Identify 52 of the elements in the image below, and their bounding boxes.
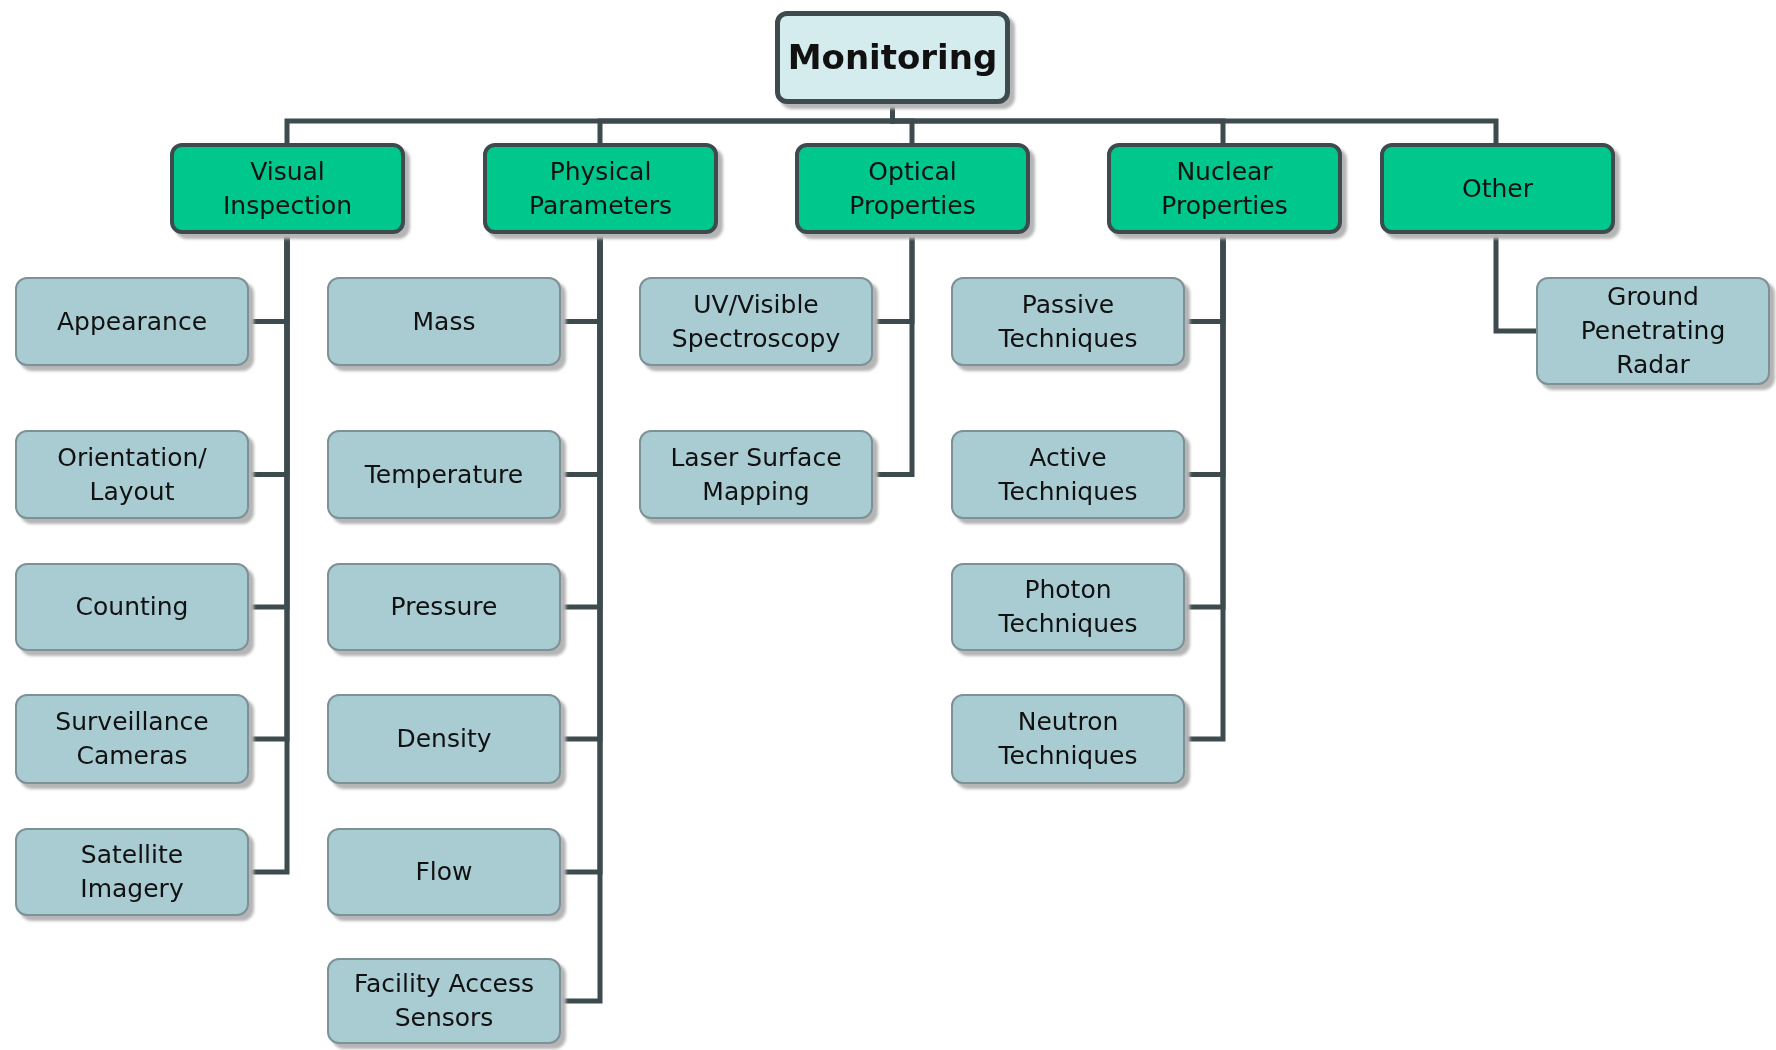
node-label: Mass — [412, 305, 476, 338]
node-label: Pressure — [390, 591, 498, 624]
node-label: Visual Inspection — [221, 155, 354, 222]
item-box — [639, 277, 873, 366]
node-label: Other — [1462, 172, 1533, 205]
node-label: Ground Penetrating Radar — [1579, 281, 1727, 381]
item-box — [639, 430, 873, 519]
item-box — [15, 430, 249, 519]
node-label: Temperature — [364, 458, 524, 491]
node-label: Laser Surface Mapping — [669, 441, 843, 508]
connector-line — [1493, 234, 1536, 334]
connector-line — [249, 234, 290, 875]
item-box — [15, 563, 249, 651]
node-label: Active Techniques — [997, 441, 1139, 508]
node-label: Optical Properties — [848, 155, 977, 222]
root-box — [775, 11, 1010, 104]
node-label: Physical Parameters — [527, 155, 674, 222]
item-box — [15, 828, 249, 916]
item-box — [327, 828, 561, 916]
item-box — [327, 694, 561, 784]
node-label: Neutron Techniques — [997, 706, 1139, 772]
item-box — [15, 277, 249, 366]
node-label: Orientation/ Layout — [56, 441, 208, 508]
item-box — [327, 563, 561, 651]
node-label: Satellite Imagery — [79, 839, 185, 905]
node-label: Facility Access Sensors — [352, 968, 536, 1034]
item-box — [951, 694, 1185, 784]
item-box — [951, 563, 1185, 651]
category-box — [795, 143, 1030, 234]
node-label: Flow — [415, 856, 473, 889]
node-label: Density — [396, 723, 492, 756]
category-box — [1107, 143, 1342, 234]
item-box — [15, 694, 249, 784]
category-box — [1380, 143, 1615, 234]
category-box — [170, 143, 405, 234]
node-label: Nuclear Properties — [1160, 155, 1289, 222]
item-box — [951, 430, 1185, 519]
connector-line — [1185, 234, 1226, 742]
item-box — [951, 277, 1185, 366]
node-label: UV/Visible Spectroscopy — [670, 288, 842, 355]
item-box — [327, 430, 561, 519]
category-box — [483, 143, 718, 234]
node-label: Appearance — [56, 305, 208, 338]
node-label: Photon Techniques — [997, 574, 1139, 640]
item-box — [1536, 277, 1770, 385]
item-box — [327, 277, 561, 366]
item-box — [327, 958, 561, 1044]
node-label: Passive Techniques — [997, 288, 1139, 355]
node-label: Surveillance Cameras — [54, 706, 210, 772]
node-label: Monitoring — [787, 35, 998, 79]
node-label: Counting — [75, 591, 189, 624]
connector-line — [873, 234, 915, 477]
